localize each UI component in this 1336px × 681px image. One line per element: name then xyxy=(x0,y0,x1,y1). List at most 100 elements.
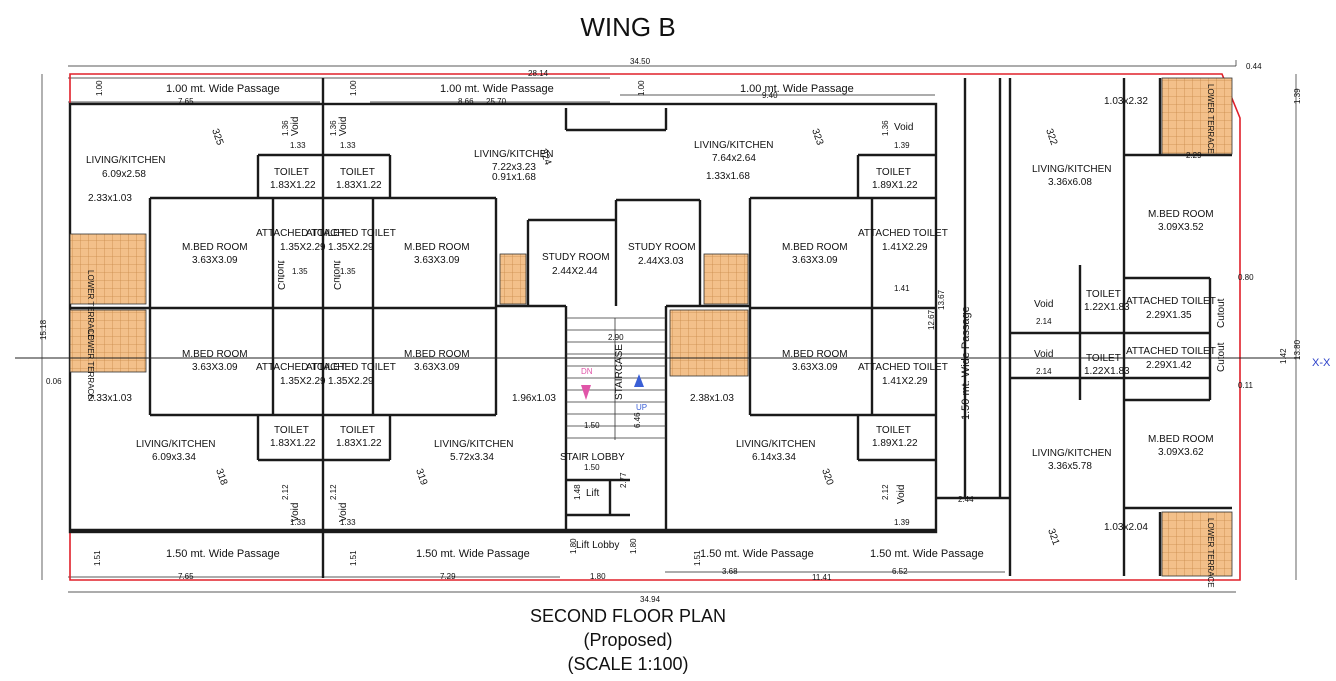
size-misc-4: 2.38x1.03 xyxy=(690,393,734,404)
dim-214-a: 2.14 xyxy=(1036,317,1052,326)
dim-765b: 7.65 xyxy=(178,572,194,581)
room-toilet-2: TOILET xyxy=(340,167,375,178)
dim-006: 0.06 xyxy=(46,377,62,386)
size-top-right: 1.03x2.32 xyxy=(1104,96,1148,107)
passage-bottom-2: 1.50 mt. Wide Passage xyxy=(416,548,530,560)
size-lk2b: 0.91x1.68 xyxy=(492,172,536,183)
dim-offset: 0.44 xyxy=(1246,62,1262,71)
passage-top-1: 1.00 mt. Wide Passage xyxy=(166,83,280,95)
room-toilet-6: TOILET xyxy=(876,425,911,436)
dim-151-b: 1.51 xyxy=(349,550,358,566)
cutout-4: Cutout xyxy=(1216,342,1227,372)
dim-100-b: 1.00 xyxy=(349,80,358,96)
wing-title: WING B xyxy=(580,12,676,42)
size-bed-3: 3.63X3.09 xyxy=(792,255,838,266)
dim-1367: 13.67 xyxy=(937,289,946,310)
dim-139b: 1.39 xyxy=(894,518,910,527)
dim-011: 0.11 xyxy=(1238,381,1254,390)
size-lk4: 3.36x6.08 xyxy=(1048,177,1092,188)
dim-135-a: 1.35 xyxy=(292,267,308,276)
dim-right-h: 13.80 xyxy=(1293,339,1302,360)
dim-151-c: 1.51 xyxy=(693,550,702,566)
dim-729: 7.29 xyxy=(440,572,456,581)
passage-bottom-4: 1.50 mt. Wide Passage xyxy=(870,548,984,560)
size-att-5: 1.35X2.29 xyxy=(328,376,374,387)
dim-646: 6.46 xyxy=(633,412,642,428)
room-bed-4: M.BED ROOM xyxy=(182,349,248,360)
section-mark: X-X xyxy=(1312,357,1331,369)
dim-133-c: 1.33 xyxy=(290,518,306,527)
room-att-4: ATTACHED TOILET xyxy=(256,362,346,373)
size-att-4: 1.35X2.29 xyxy=(280,376,326,387)
size-toilet-5: 1.83X1.22 xyxy=(336,438,382,449)
room-att-2: ATTACHED TOILET xyxy=(306,228,396,239)
dim-151-a: 1.51 xyxy=(93,550,102,566)
terrace-2: LOWER TERRACE xyxy=(86,330,95,400)
room-bed-3: M.BED ROOM xyxy=(782,242,848,253)
unit-321: 321 xyxy=(1045,527,1061,547)
unit-322: 322 xyxy=(1043,127,1059,147)
room-toilet-8: TOILET xyxy=(1086,353,1121,364)
size-att-3: 1.41X2.29 xyxy=(882,242,928,253)
room-bed-8: M.BED ROOM xyxy=(1148,434,1214,445)
void-2: Void xyxy=(338,117,349,136)
size-toilet-2: 1.83X1.22 xyxy=(336,180,382,191)
dim-inner-top: 28.14 xyxy=(528,69,549,78)
void-4: Void xyxy=(290,503,301,522)
dim-1267: 12.67 xyxy=(927,309,936,330)
dim-1141: 11.41 xyxy=(812,573,832,582)
room-toilet-7: TOILET xyxy=(1086,289,1121,300)
dim-652: 6.52 xyxy=(892,567,908,576)
room-att-6: ATTACHED TOILET xyxy=(858,362,948,373)
size-misc-3: 1.96x1.03 xyxy=(512,393,556,404)
room-lk8: LIVING/KITCHEN xyxy=(1032,448,1111,459)
dim-940: 9.40 xyxy=(762,91,778,100)
dim-229: 2.29 xyxy=(1186,151,1202,160)
size-study-2: 2.44X3.03 xyxy=(638,256,684,267)
room-toilet-1: TOILET xyxy=(274,167,309,178)
terrace-3: LOWER TERRACE xyxy=(1206,84,1215,154)
dim-overall-top: 34.50 xyxy=(630,57,651,66)
size-toilet-7: 1.22X1.83 xyxy=(1084,302,1130,313)
size-toilet-8: 1.22X1.83 xyxy=(1084,366,1130,377)
room-bed-5: M.BED ROOM xyxy=(404,349,470,360)
passage-bottom-3: 1.50 mt. Wide Passage xyxy=(700,548,814,560)
dim-139-r: 1.39 xyxy=(1293,88,1302,104)
room-att-1: ATTACHED TOILET xyxy=(256,228,346,239)
size-att-2: 1.35X2.29 xyxy=(328,242,374,253)
room-lift-lobby: Lift Lobby xyxy=(576,540,619,551)
down-label: DN xyxy=(581,367,593,376)
dimension-lines xyxy=(41,60,1297,593)
room-toilet-3: TOILET xyxy=(876,167,911,178)
dim-136-a: 1.36 xyxy=(281,120,290,136)
passage-top-2: 1.00 mt. Wide Passage xyxy=(440,83,554,95)
dim-136-c: 1.36 xyxy=(881,120,890,136)
room-lk3: LIVING/KITCHEN xyxy=(694,140,773,151)
dim-180-a: 1.80 xyxy=(569,538,578,554)
size-bed-5: 3.63X3.09 xyxy=(414,362,460,373)
size-att-7: 2.29X1.35 xyxy=(1146,310,1192,321)
terrace-4: LOWER TERRACE xyxy=(1206,518,1215,588)
dim-212-c: 2.12 xyxy=(881,484,890,500)
up-label: UP xyxy=(636,403,647,412)
dim-212-b: 2.12 xyxy=(329,484,338,500)
dim-765: 7.65 xyxy=(178,97,194,106)
room-toilet-5: TOILET xyxy=(340,425,375,436)
room-att-5: ATTACHED TOILET xyxy=(306,362,396,373)
room-bed-7: M.BED ROOM xyxy=(1148,209,1214,220)
passage-bottom-1: 1.50 mt. Wide Passage xyxy=(166,548,280,560)
unit-319: 319 xyxy=(413,467,429,487)
size-toilet-4: 1.83X1.22 xyxy=(270,438,316,449)
size-toilet-1: 1.83X1.22 xyxy=(270,180,316,191)
room-lk6: LIVING/KITCHEN xyxy=(434,439,513,450)
dim-290: 2.90 xyxy=(608,333,624,342)
dim-135-b: 1.35 xyxy=(340,267,356,276)
room-stair-lobby: STAIR LOBBY xyxy=(560,452,625,463)
dim-left-h: 15.18 xyxy=(39,319,48,340)
room-bed-1: M.BED ROOM xyxy=(182,242,248,253)
size-bed-7: 3.09X3.52 xyxy=(1158,222,1204,233)
dim-180-b: 1.80 xyxy=(629,538,638,554)
unit-323: 323 xyxy=(809,127,825,147)
dim-141: 1.41 xyxy=(894,284,910,293)
